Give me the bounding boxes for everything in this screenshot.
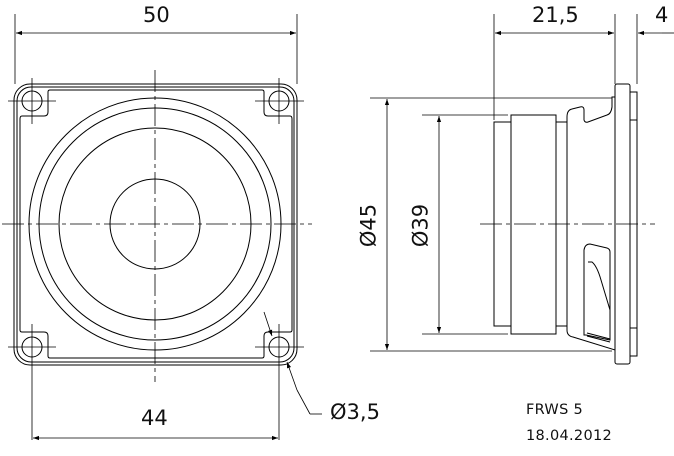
side-dimension-lines [370, 14, 674, 352]
dimension-hole-diameter: Ø3,5 [330, 400, 380, 424]
drawing-date: 18.04.2012 [526, 428, 613, 444]
dimension-depth: 21,5 [532, 3, 579, 27]
dimension-outer-diameter: Ø45 [356, 203, 381, 248]
front-view [13, 83, 298, 366]
dimension-overall-width: 50 [143, 3, 170, 27]
dimension-hole-spacing: 44 [141, 406, 168, 430]
model-name: FRWS 5 [526, 402, 584, 418]
front-centerlines [2, 70, 312, 440]
dimension-magnet-diameter: Ø39 [408, 203, 433, 248]
front-dimension-lines [14, 14, 322, 441]
dimension-flange-thickness: 4 [655, 3, 669, 27]
